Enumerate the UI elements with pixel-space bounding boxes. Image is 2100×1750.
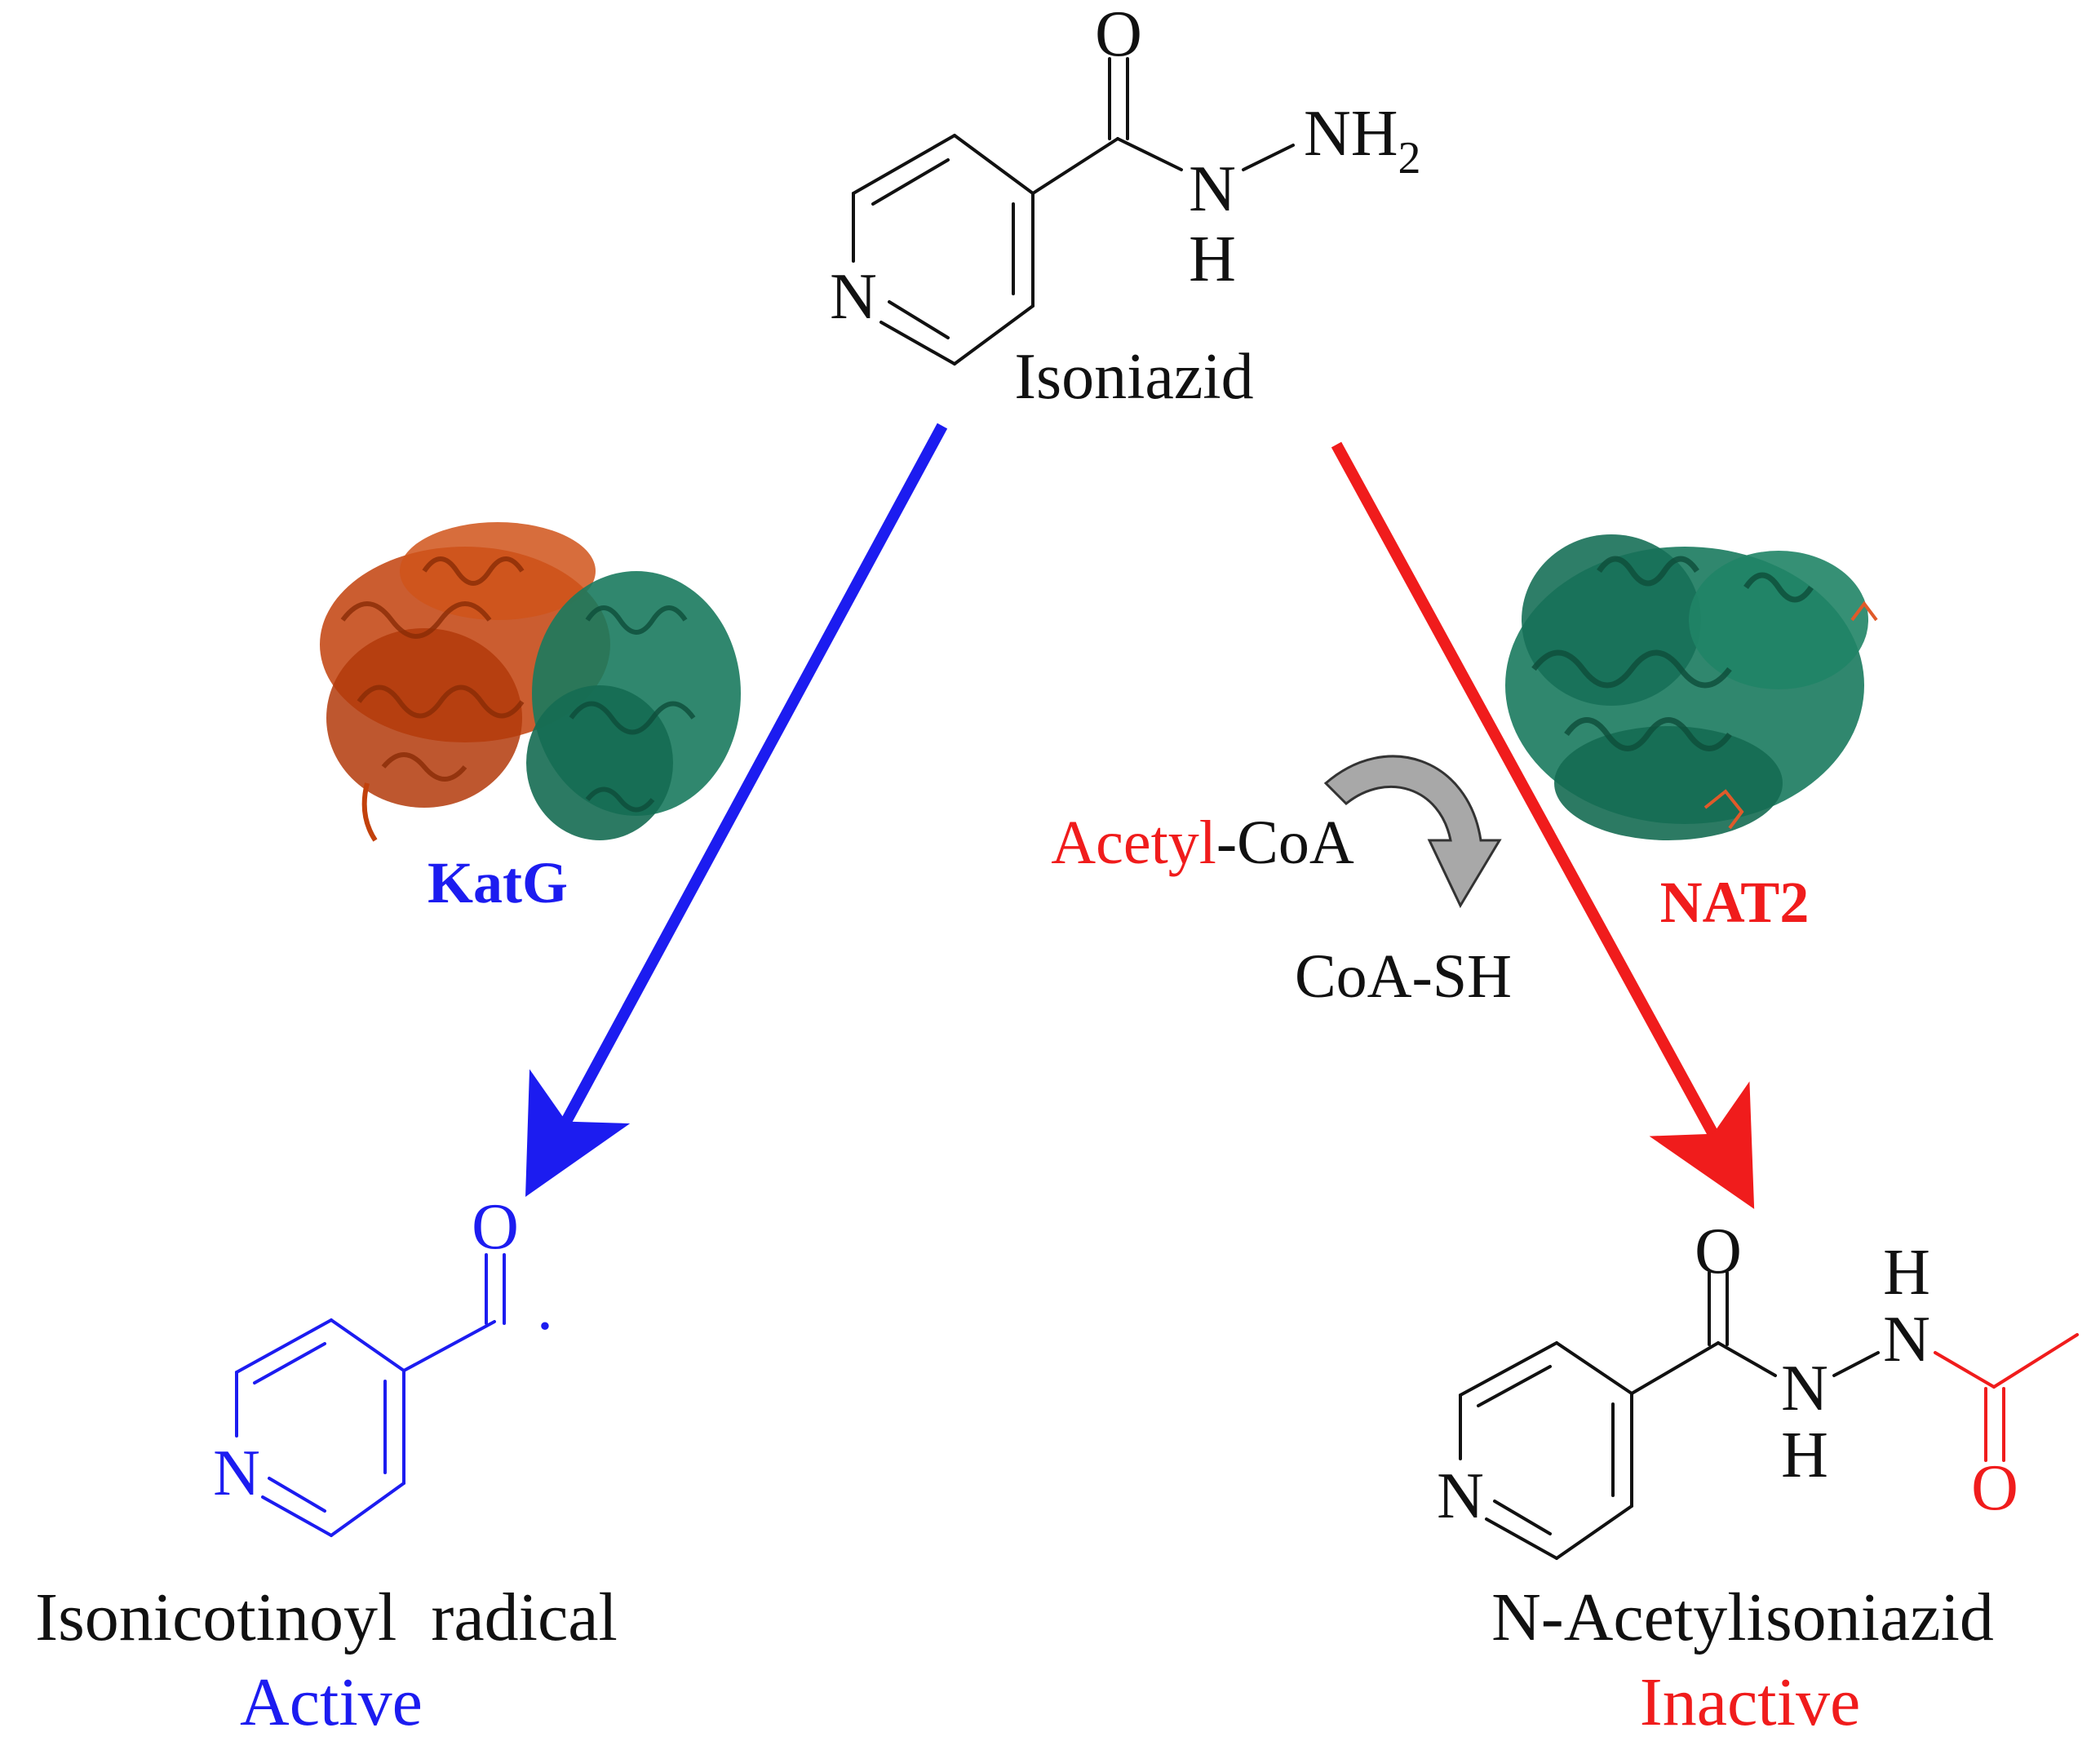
katg-pathway-arrow bbox=[525, 423, 948, 1197]
radical-structure bbox=[235, 1253, 506, 1537]
isoniazid-atom-o: O bbox=[1095, 0, 1142, 70]
acetyl-product-atom-h-mid: H bbox=[1781, 1420, 1828, 1491]
radical-ring-n: N bbox=[213, 1438, 260, 1509]
acetyl-coa-label: Acetyl-CoA bbox=[1051, 809, 1354, 877]
acetyl-product-atom-n-top: N bbox=[1883, 1304, 1930, 1376]
nat2-label: NAT2 bbox=[1660, 870, 1810, 935]
radical-atom-o: O bbox=[472, 1191, 519, 1263]
acetyl-product-atom-n-mid: N bbox=[1781, 1353, 1828, 1424]
acetyl-product-status: Inactive bbox=[1640, 1664, 1861, 1740]
isoniazid-atom-n: N bbox=[1189, 153, 1236, 225]
isoniazid-atom-h: H bbox=[1189, 224, 1236, 295]
katg-label: KatG bbox=[428, 850, 568, 915]
acetyl-product-atom-o1: O bbox=[1695, 1216, 1742, 1287]
radical-label: Isonicotinoyl radical bbox=[35, 1579, 618, 1655]
cofactor-curved-arrow-icon bbox=[1323, 755, 1502, 909]
isoniazid-ring-n: N bbox=[830, 261, 877, 333]
isoniazid-label: Isoniazid bbox=[1014, 341, 1253, 413]
isoniazid-structure bbox=[852, 57, 1295, 366]
acetyl-product-ring-n: N bbox=[1437, 1460, 1484, 1532]
nat2-pathway-arrow bbox=[1331, 441, 1755, 1209]
radical-status: Active bbox=[240, 1664, 423, 1740]
katg-protein-icon bbox=[320, 522, 741, 842]
acetyl-group-structure bbox=[1934, 1333, 2079, 1462]
isoniazid-atom-nh2: NH2 bbox=[1304, 98, 1421, 184]
acetyl-product-atom-h-top: H bbox=[1883, 1237, 1930, 1309]
acetyl-product-atom-o2: O bbox=[1971, 1452, 2018, 1524]
coa-sh-label: CoA-SH bbox=[1295, 942, 1512, 1011]
radical-dot: · bbox=[534, 1291, 556, 1362]
acetyl-product-label: N-Acetylisoniazid bbox=[1491, 1579, 1994, 1655]
nat2-protein-icon bbox=[1505, 534, 1878, 840]
acetyl-product-structure bbox=[1459, 1271, 1880, 1560]
